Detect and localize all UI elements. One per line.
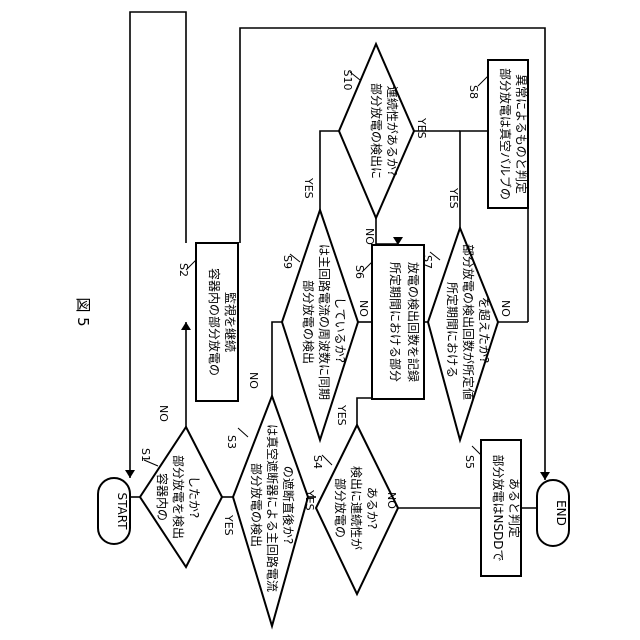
s4-line2: 検出に連続性が [349,466,364,550]
start-terminator: START [98,478,130,544]
s8-line1: 部分放電は真空バルブの [498,68,513,200]
s1-line1: 容器内の [155,473,170,521]
connector-s3-no-s9 [272,322,282,396]
process-s2: 容器内の部分放電の 監視を継続 [196,243,238,401]
s4-line3: あるか? [365,487,379,529]
s6-line2: 放電の検出回数を記録 [406,262,421,382]
decision-s3: 部分放電の検出 は真空遮断器による主回路電流 の遮断直後か? [233,396,308,626]
s1-line3: したか? [187,476,201,518]
s7-line3: を超えたか? [477,297,492,363]
s9-no-label: NO [357,300,370,317]
s3-leader [238,428,248,437]
s10-no-label: NO [363,228,376,245]
s5-step-id: S5 [463,455,476,469]
s10-line1: 部分放電の検出に [369,83,384,179]
arrow-into-s2 [181,322,191,330]
s2-step-id: S2 [177,263,190,277]
figure-title: 図 5 [74,297,92,326]
s6-step-id: S6 [353,265,366,279]
connector-s7-yes-s8 [460,131,488,228]
connector-s9-yes-s10 [320,131,339,210]
s1-yes-label: YES [222,514,235,536]
s7-yes-label: YES [447,187,460,209]
s4-yes-label: YES [335,404,348,426]
s5-line2: あると判定 [507,478,522,538]
s9-line1: 部分放電の検出 [301,280,316,364]
s5-line1: 部分放電はNSDDで [491,454,506,561]
s3-line1: 部分放電の検出 [249,463,264,547]
s9-line2: は主回路電流の周波数に同期 [317,244,332,400]
s7-step-id: S7 [421,255,434,269]
end-terminator: END [537,480,569,546]
s1-line2: 部分放電を検出 [171,455,186,539]
s8-line2: 異常によるものと判定 [514,74,529,194]
start-label: START [115,492,129,530]
s4-step-id: S4 [311,455,324,469]
s1-no-label: NO [157,405,170,422]
s3-step-id: S3 [225,435,238,449]
decision-s4: 部分放電の 検出に連続性が あるか? [316,425,398,594]
s7-line2: 部分放電の検出回数が所定値 [461,244,476,400]
s2-line2: 監視を継続 [223,292,238,352]
process-s8: 部分放電は真空バルブの 異常によるものと判定 [488,60,529,208]
process-s6: 所定期間における部分 放電の検出回数を記録 [372,245,424,399]
s9-yes-label: YES [302,177,315,199]
s3-line3: の遮断直後か? [281,466,296,544]
s8-step-id: S8 [467,85,480,99]
arrow-into-end [540,472,550,480]
arrow-into-start [125,470,135,478]
s7-line1: 所定期間における [445,282,460,378]
process-s5: 部分放電はNSDDで あると判定 [481,440,522,576]
s10-yes-label: YES [415,117,428,139]
s10-line2: 連続性があるか? [385,86,400,176]
s9-line3: しているか? [333,297,347,363]
s1-step-id: S1 [139,448,152,462]
s4-line1: 部分放電の [333,478,348,538]
s9-step-id: S9 [281,255,294,269]
s6-line1: 所定期間における部分 [388,262,403,382]
s2-line1: 容器内の部分放電の [207,268,222,376]
connector-s4-yes-s6 [357,398,372,425]
decision-s7: 所定期間における 部分放電の検出回数が所定値 を超えたか? [428,228,498,440]
connector-s10-no-s6 [376,218,398,244]
s7-no-label: NO [499,300,512,317]
end-label: END [554,500,568,526]
s3-no-label: NO [247,372,260,389]
s3-yes-label: YES [303,489,316,511]
s10-step-id: S10 [341,70,354,91]
s5-leader [472,446,481,455]
s3-line2: は真空遮断器による主回路電流 [265,424,280,592]
s4-no-label: NO [385,492,398,509]
